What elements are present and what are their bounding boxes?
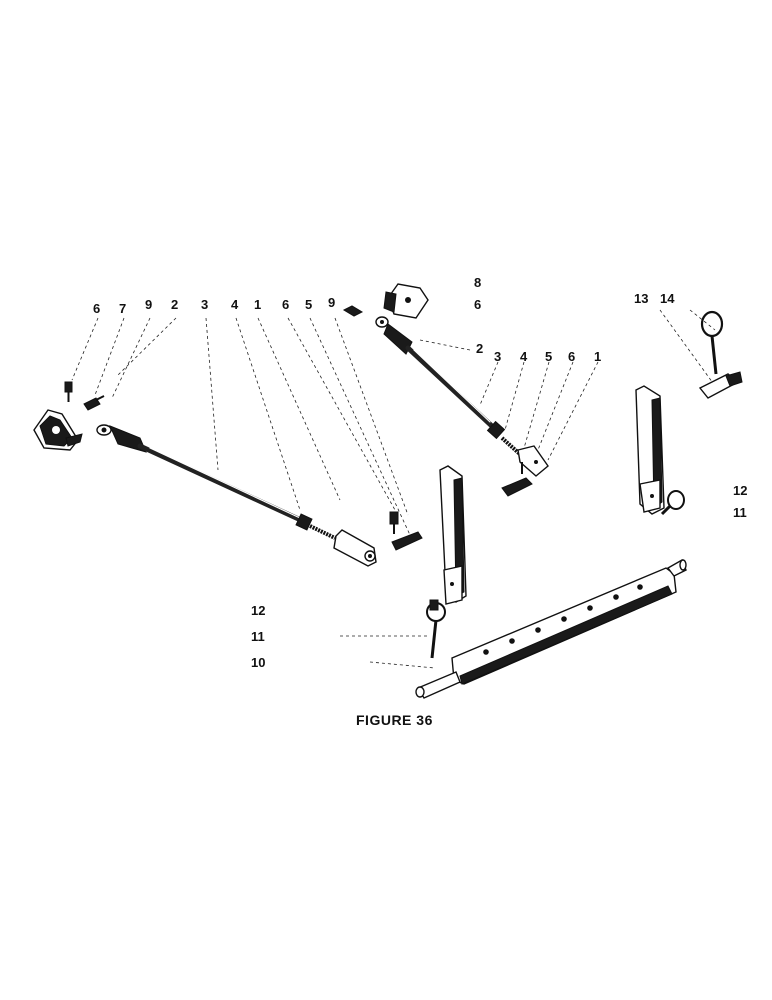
callout-3: 3 [494,349,502,364]
left-top-link [33,381,423,567]
drawbar [415,558,687,699]
callout-4: 4 [231,297,239,312]
callout-6: 6 [282,297,290,312]
callout-12: 12 [251,603,266,618]
callout-1: 1 [594,349,602,364]
linch-pin [698,310,743,399]
callout-8: 8 [474,275,482,290]
callout-7: 7 [119,301,127,316]
callout-1: 1 [254,297,262,312]
figure-caption: FIGURE 36 [356,712,433,728]
center-top-link [342,283,549,497]
callout-14: 14 [660,291,675,306]
callout-5: 5 [545,349,553,364]
leader-lines [71,309,719,669]
callout-3: 3 [201,297,209,312]
callout-6: 6 [568,349,576,364]
left-stay [426,465,467,659]
callout-5: 5 [305,297,313,312]
callout-6: 6 [93,301,101,316]
callout-12: 12 [733,483,748,498]
callout-6: 6 [474,297,482,312]
callout-9: 9 [145,297,153,312]
callout-9: 9 [328,295,336,310]
right-stay [635,385,685,516]
callout-4: 4 [520,349,528,364]
callout-13: 13 [634,291,649,306]
callout-2: 2 [476,341,484,356]
callout-2: 2 [171,297,179,312]
callout-11: 11 [733,505,747,520]
callout-11: 11 [251,629,265,644]
callout-10: 10 [251,655,266,670]
